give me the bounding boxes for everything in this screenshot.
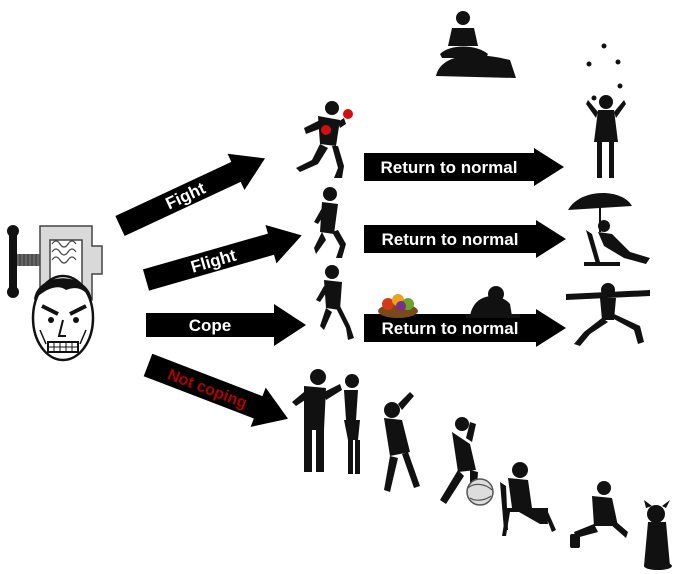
depressed-person-in-chair-icon bbox=[500, 462, 556, 536]
running-man-icon bbox=[314, 187, 346, 258]
stressed-face-in-vise-icon bbox=[7, 225, 103, 362]
sitting-head-down-icon bbox=[466, 286, 520, 318]
arrow-fight: Fight bbox=[115, 153, 266, 236]
drinking-man-icon bbox=[384, 392, 420, 492]
arrow-flight: Flight bbox=[142, 224, 302, 291]
arguing-couple-icon bbox=[292, 369, 360, 474]
jogger-icon bbox=[316, 265, 354, 340]
globe-icon bbox=[466, 478, 494, 506]
fruit-bowl-icon bbox=[378, 294, 418, 318]
arrow-return-flight: Return to normal bbox=[364, 220, 566, 258]
arrow-return-fight: Return to normal bbox=[364, 148, 564, 186]
return-flight-label: Return to normal bbox=[382, 230, 519, 249]
arrow-return-cope: Return to normal bbox=[364, 309, 566, 347]
arrow-cope: Cope bbox=[146, 304, 306, 346]
arrow-cope-label: Cope bbox=[189, 316, 232, 335]
boxer-icon bbox=[296, 101, 353, 178]
slumped-drunk-man-icon bbox=[570, 481, 628, 548]
juggler-icon bbox=[586, 43, 626, 178]
boxing-glove-icon bbox=[343, 109, 353, 119]
sitting-dog-icon bbox=[644, 500, 672, 570]
yoga-warrior-pose-icon bbox=[566, 283, 650, 346]
return-fight-label: Return to normal bbox=[381, 158, 518, 177]
arrow-not-coping: Not coping bbox=[143, 353, 289, 427]
beach-chair-relaxing-icon bbox=[568, 192, 650, 266]
return-cope-label: Return to normal bbox=[382, 319, 519, 338]
meditating-person-icon bbox=[436, 11, 516, 78]
